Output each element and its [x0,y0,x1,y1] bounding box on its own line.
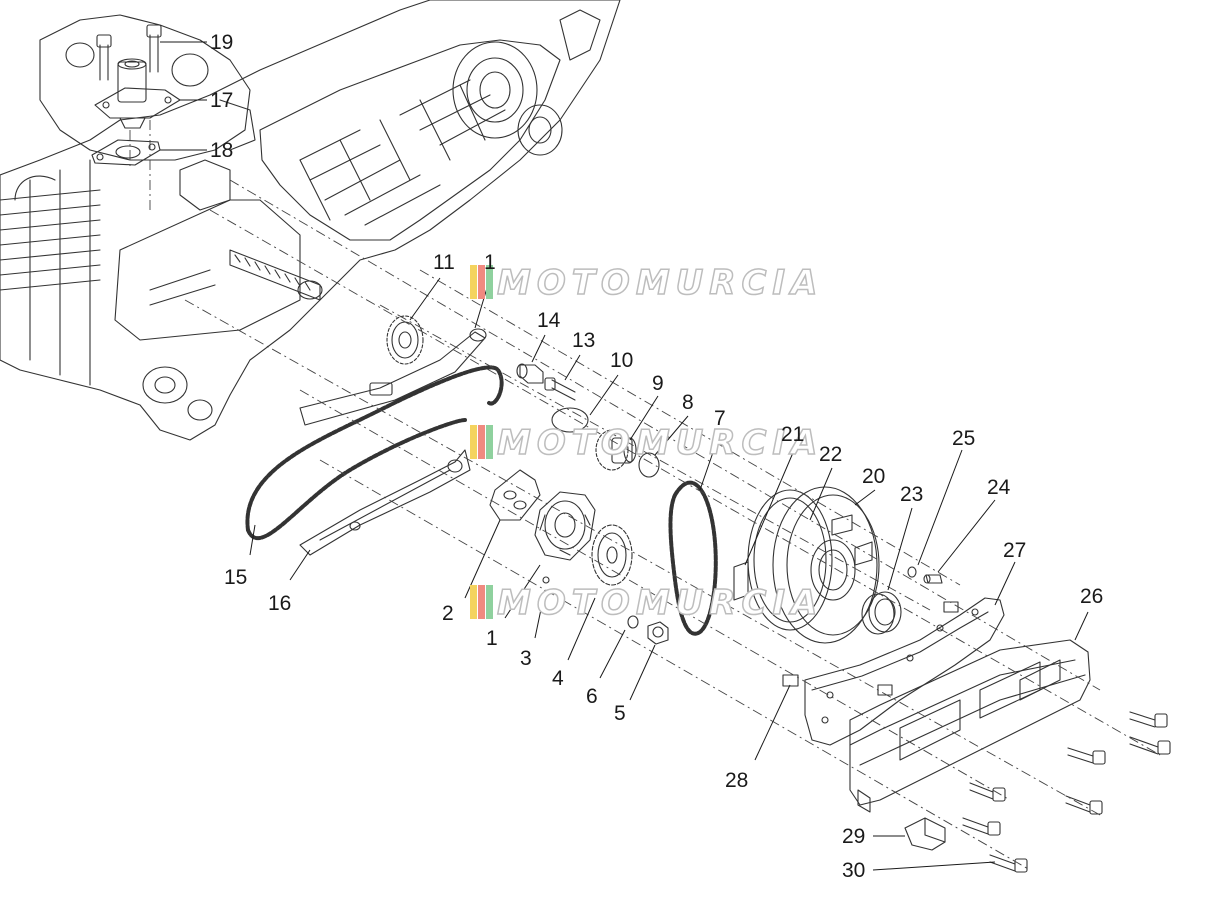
callout-15: 15 [224,566,248,589]
callout-21: 21 [781,423,805,446]
callout-10: 10 [610,349,634,372]
side-cover-26-drawing [849,639,1091,813]
callout-7: 7 [714,407,726,430]
callout-3: 3 [520,647,532,670]
bushing-14-drawing [516,363,544,384]
watermark-3: MOTOMURCIA [0,582,1205,625]
circlip-8-drawing [638,452,660,478]
washer-25-drawing [907,566,917,578]
callout-19: 19 [210,31,234,54]
pin-3-drawing [542,576,550,584]
callout-13: 13 [572,329,596,352]
callout-26: 26 [1080,585,1104,608]
watermark-text: MOTOMURCIA [496,262,824,304]
callout-20: 20 [862,465,886,488]
callout-4: 4 [552,667,564,690]
callout-17: 17 [210,89,234,112]
bolts-19-drawing [96,24,162,81]
chain-7-drawing [668,480,718,636]
callout-1: 1 [486,627,498,650]
engine-crankcase-drawing [0,0,621,441]
watermark-1: MOTOMURCIA [0,262,1205,305]
callout-11: 11 [433,251,455,274]
watermark-2: MOTOMURCIA [0,422,1205,465]
watermark-text: MOTOMURCIA [496,582,824,624]
callout-24: 24 [987,476,1011,499]
callout-22: 22 [819,443,843,466]
callout-18: 18 [210,139,234,162]
watermark-flag [470,585,494,619]
oil-seal-23-drawing [861,591,902,635]
housing-20-drawing [772,486,880,644]
callout-5: 5 [614,702,626,725]
sprocket-4-drawing [591,524,633,586]
callout-6: 6 [586,685,598,708]
callout-28: 28 [725,769,749,792]
oil-pump-1-drawing [534,491,596,561]
watermark-flag [470,265,494,299]
nut-5-drawing [647,621,669,645]
sprocket-11-drawing [386,315,424,365]
washer-6-drawing [627,615,639,629]
chain-15-drawing [245,365,504,540]
callout-30: 30 [842,859,866,882]
callout-8: 8 [682,391,694,414]
bracket-29-drawing [904,817,946,851]
callout-23: 23 [900,483,924,506]
watermark-text: MOTOMURCIA [496,422,824,464]
watermark-flag [470,425,494,459]
callout-25: 25 [952,427,976,450]
bolt-24-drawing [923,574,943,584]
gasket-27-drawing [804,597,1005,746]
callout-2: 2 [442,602,454,625]
chain-slider-16-drawing [299,449,471,556]
callout-16: 16 [268,592,292,615]
plate-2-drawing [489,469,541,521]
bolt-13-drawing [544,377,576,401]
chain-guide-upper-drawing [299,328,487,426]
callout-9: 9 [652,372,664,395]
callout-14: 14 [537,309,561,332]
callout-27: 27 [1003,539,1027,562]
assembly-axis-lines [129,120,1161,871]
callout-1-upper: 1 [484,251,496,274]
cover-bolts-drawing [962,711,1171,873]
callout-29: 29 [842,825,866,848]
plate-10-drawing [551,407,589,433]
clip-21-drawing [733,561,749,601]
